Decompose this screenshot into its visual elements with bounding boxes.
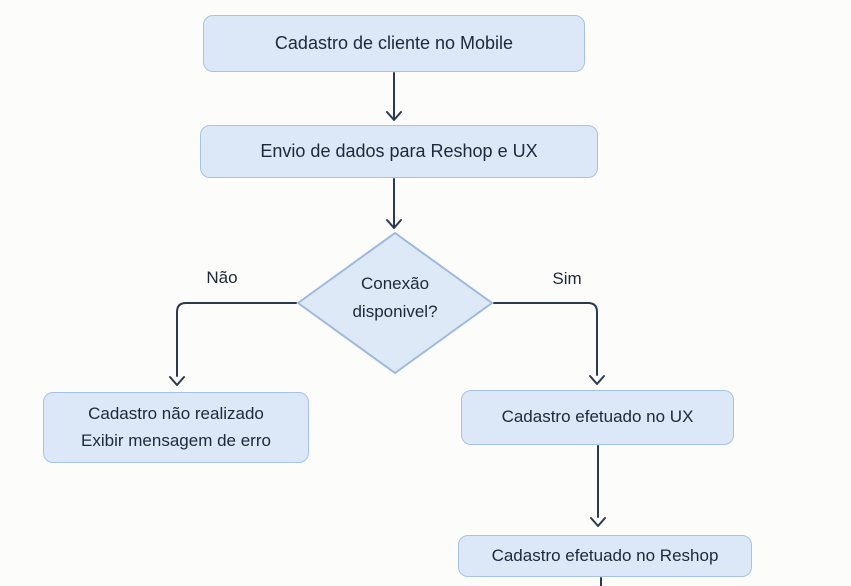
edge-decision-ux [493, 302, 598, 376]
node-error-label-line2: Exibir mensagem de erro [81, 430, 271, 450]
edge-decision-error [176, 302, 297, 377]
node-error: Cadastro não realizado Exibir mensagem d… [43, 392, 309, 463]
node-start: Cadastro de cliente no Mobile [203, 15, 585, 72]
node-error-label-line1: Cadastro não realizado [88, 404, 264, 424]
node-start-label: Cadastro de cliente no Mobile [274, 32, 514, 53]
arrowhead-send-decision [386, 219, 402, 229]
arrowhead-decision-error [169, 376, 185, 386]
node-send-data-label: Envio de dados para Reshop e UX [260, 140, 538, 161]
arrowhead-decision-ux [589, 375, 605, 385]
node-reshop-label: Cadastro efetuado no Reshop [491, 545, 719, 565]
node-decision-label: Conexão disponivel? [298, 262, 492, 334]
edge-label-yes: Sim [552, 269, 582, 288]
node-send-data: Envio de dados para Reshop e UX [200, 125, 598, 178]
node-ux: Cadastro efetuado no UX [461, 390, 734, 445]
edge-label-no: Não [206, 268, 238, 287]
node-ux-label: Cadastro efetuado no UX [501, 407, 694, 427]
arrowhead-start-send [386, 111, 402, 121]
decision-diamond-shape [297, 232, 493, 374]
node-reshop: Cadastro efetuado no Reshop [458, 535, 752, 577]
node-decision-label-line2: disponivel? [352, 302, 438, 321]
node-decision-label-line1: Conexão [360, 273, 430, 293]
arrowhead-ux-reshop [590, 517, 606, 527]
